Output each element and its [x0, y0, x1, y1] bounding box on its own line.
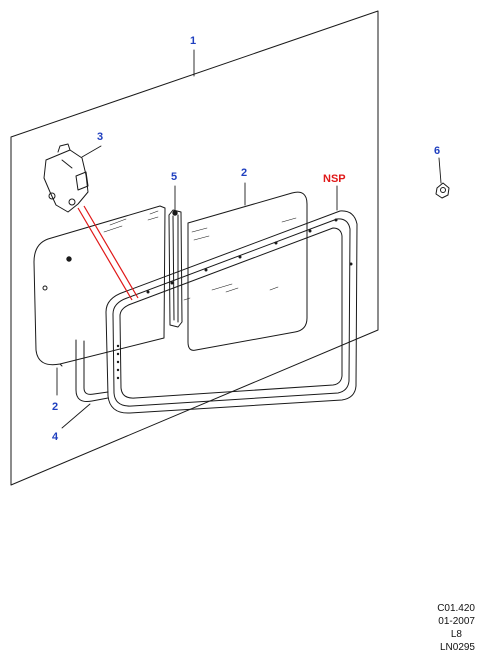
channel-strip [168, 209, 183, 328]
leader-6 [438, 157, 442, 184]
catch-highlight-line [77, 207, 133, 301]
catch-detail [61, 159, 73, 169]
panel-hole [66, 256, 72, 262]
callout-1: 1 [190, 35, 196, 47]
panel-hole [42, 285, 48, 291]
callout-2-rear: 2 [52, 401, 58, 413]
window-frame-outer [105, 210, 358, 414]
channel-fixing [172, 210, 178, 216]
rear-glass-panel [33, 205, 166, 366]
catch-highlight-line [83, 205, 139, 299]
leader-3 [81, 145, 102, 158]
front-glass-panel [187, 191, 308, 351]
callout-2-front: 2 [241, 167, 247, 179]
side-panel [10, 10, 379, 486]
reference-code: C01.420 [437, 603, 475, 614]
glass-seal-inner [83, 340, 109, 395]
leader-4 [61, 403, 91, 429]
catch-lever [57, 143, 71, 153]
catch-screw [68, 198, 76, 206]
callout-3: 3 [97, 131, 103, 143]
glass-edge [59, 363, 63, 367]
catch-screw [48, 192, 56, 200]
callout-6: 6 [434, 145, 440, 157]
catch-knob [75, 171, 89, 191]
window-catch [43, 149, 89, 213]
reference-date: 01-2007 [438, 616, 475, 627]
window-frame-inner [119, 227, 343, 399]
reference-drawing-number: LN0295 [439, 642, 475, 653]
window-frame-mid [112, 218, 351, 407]
channel-edge [172, 215, 175, 321]
glass-seal [75, 339, 109, 402]
clip-hole [440, 187, 446, 193]
callout-5: 5 [171, 171, 177, 183]
callout-nsp: NSP [323, 173, 346, 185]
callout-4: 4 [52, 431, 59, 443]
reference-level: L8 [450, 629, 462, 640]
retaining-clip [435, 182, 450, 199]
